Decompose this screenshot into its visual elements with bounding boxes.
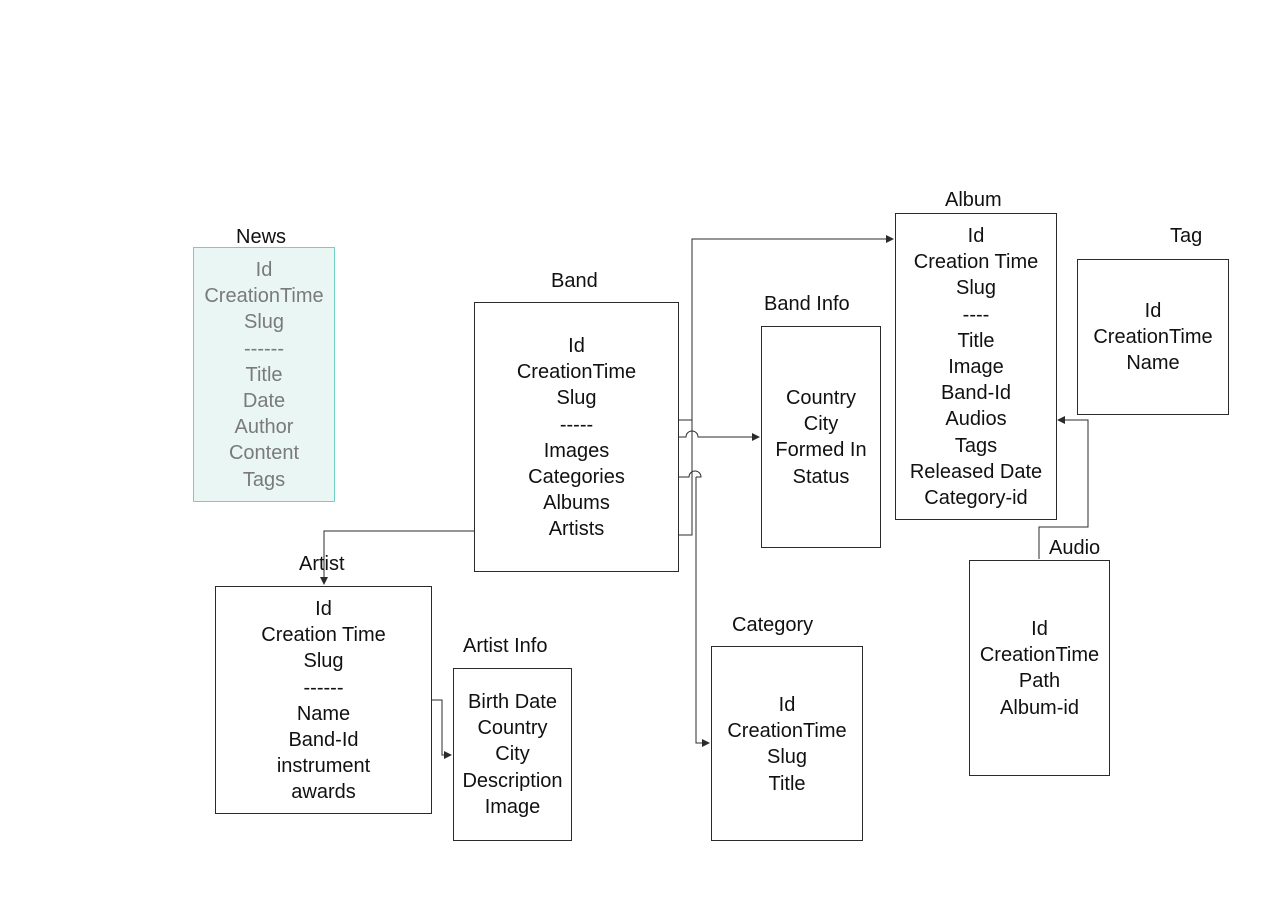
entity-field: Name [1126, 352, 1180, 375]
entity-field: Released Date [909, 460, 1043, 483]
entity-field: Image [484, 795, 541, 818]
entity-field: Title [768, 772, 806, 795]
tag-title: Tag [1170, 225, 1203, 247]
entity-field: Birth Date [468, 691, 557, 713]
audio-to-album-arrow [1038, 416, 1089, 559]
entity-field: Images [543, 439, 610, 462]
entity-field: Id [255, 259, 273, 281]
band-to-artist-arrow [320, 530, 474, 585]
entity-field: Title [245, 363, 283, 386]
entity-field: Id [1144, 300, 1162, 322]
entity-field: Category-id [924, 486, 1028, 509]
entity-field: Image [948, 355, 1004, 378]
entity-field: Album-id [1000, 696, 1079, 719]
entity-field: Artists [548, 518, 605, 541]
entity-field: Status [792, 465, 850, 488]
entity-field: Title [957, 329, 995, 352]
artist-title: Artist [299, 553, 345, 575]
entity-field: CreationTime [979, 644, 1100, 667]
entity-field: Id [1031, 618, 1048, 640]
entity-field: Description [462, 769, 563, 792]
entity-field: awards [291, 781, 356, 804]
entity-field: instrument [276, 755, 371, 778]
entity-field: Slug [303, 650, 344, 673]
entity-field: CreationTime [1093, 326, 1213, 349]
entity-field: ----- [559, 413, 594, 436]
entity-field: Albums [543, 492, 610, 515]
entity-field: Slug [766, 746, 808, 769]
entity-field: ---- [962, 303, 990, 326]
entity-field: Path [1018, 670, 1061, 693]
entity-field: Id [315, 598, 332, 620]
entity-field: City [803, 413, 839, 436]
entity-field: Name [296, 702, 351, 725]
entity-field: Date [242, 389, 286, 412]
entity-field: Id [568, 335, 585, 357]
entity-field: ------ [303, 676, 344, 699]
entity-field: Content [228, 442, 300, 465]
entity-field: Slug [243, 311, 285, 334]
artist-to-artist-info-arrow [432, 699, 452, 759]
entity-field: ------ [244, 337, 284, 360]
entity-field: CreationTime [516, 361, 637, 384]
entity-field: CreationTime [727, 720, 847, 743]
entity-field: Band-Id [940, 382, 1012, 405]
band-to-band-info-arrow [679, 430, 760, 441]
entity-field: City [495, 743, 530, 766]
entity-field: Audios [945, 408, 1007, 431]
album-title: Album [945, 189, 1002, 211]
entity-field: Id [778, 694, 796, 716]
entity-field: Id [967, 225, 985, 247]
band-info-title: Band Info [764, 293, 850, 315]
entity-field: Creation Time [261, 624, 386, 647]
band-to-category-link [679, 420, 693, 536]
category-title: Category [732, 614, 814, 636]
entity-field: CreationTime [204, 285, 324, 308]
entity-field: Country [477, 717, 548, 740]
entity-field: Slug [556, 387, 597, 410]
entity-field: Band-Id [288, 728, 359, 751]
entity-field: Country [785, 387, 857, 409]
entity-field: Categories [528, 465, 625, 488]
band-title: Band [551, 270, 598, 292]
entity-field: Creation Time [913, 251, 1039, 274]
band-to-category-arrow [679, 470, 702, 478]
artist-info-title: Artist Info [463, 635, 548, 657]
entity-field: Formed In [775, 439, 867, 462]
audio-title: Audio [1049, 537, 1101, 559]
entity-field: Author [234, 416, 294, 439]
entity-field: Tags [242, 468, 286, 491]
news-title: News [236, 226, 287, 248]
entity-field: Slug [955, 277, 997, 300]
band-to-album-arrow [679, 235, 894, 421]
entity-field: Tags [954, 434, 998, 457]
